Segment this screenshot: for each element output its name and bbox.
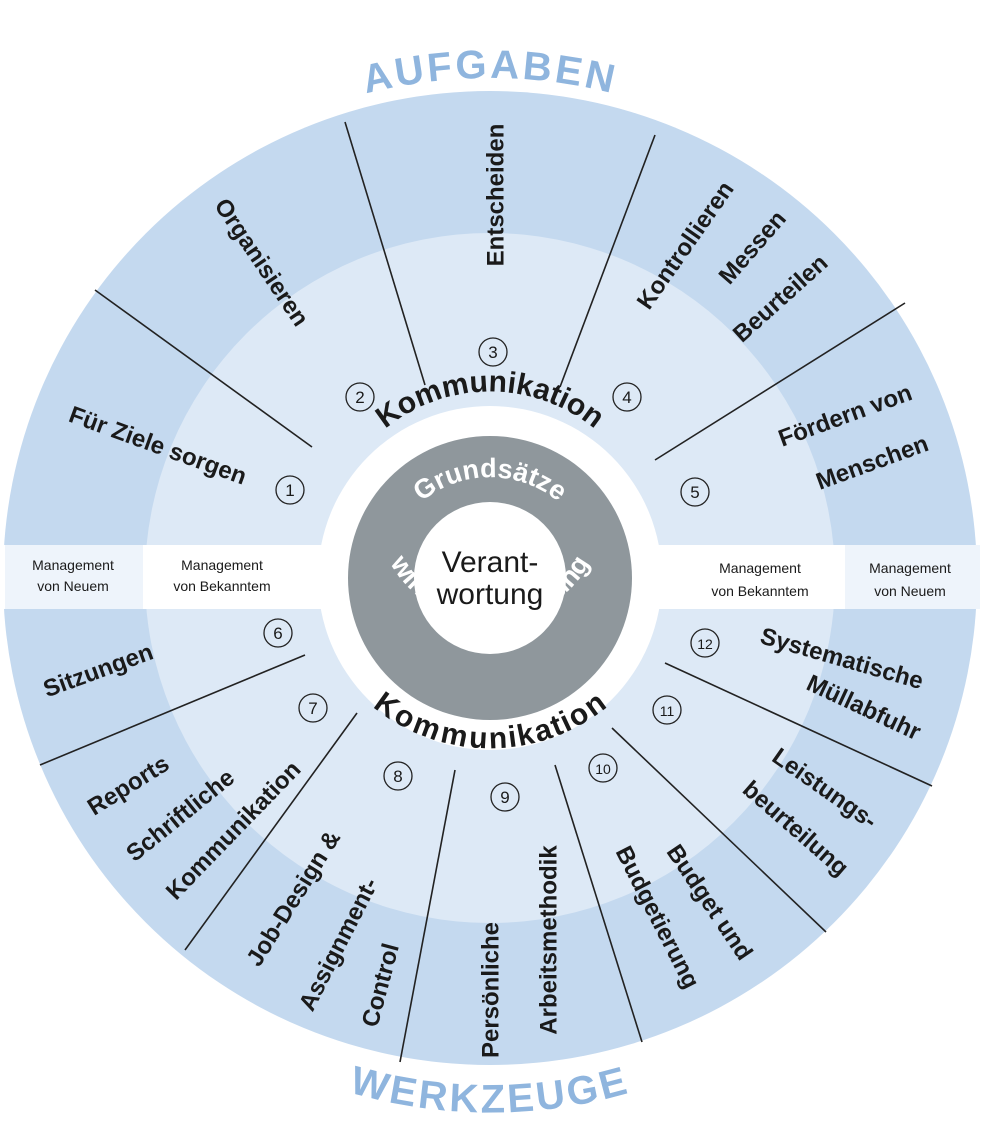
tool-arbeitsmethodik: Arbeitsmethodik: [535, 845, 562, 1035]
badge-3: 3: [488, 343, 497, 362]
tool-persoenliche: Persönliche: [477, 922, 504, 1058]
title-werkzeuge: WERKZEUGE: [346, 1058, 634, 1121]
task-entscheiden: Entscheiden: [482, 124, 509, 267]
badge-7: 7: [308, 699, 317, 718]
badge-11: 11: [660, 703, 675, 719]
badge-8: 8: [393, 767, 402, 786]
badge-9: 9: [500, 788, 509, 807]
badge-12: 12: [697, 636, 713, 652]
management-new-right-box: [845, 545, 980, 609]
center-line-1: Verant-: [442, 546, 539, 579]
center-circle: [414, 502, 566, 654]
badge-1: 1: [285, 481, 294, 500]
badge-4: 4: [622, 388, 631, 407]
badge-10: 10: [595, 761, 611, 777]
badge-6: 6: [273, 624, 282, 643]
number-badges: [263, 337, 720, 812]
center-line-2: wortung: [436, 578, 544, 611]
management-new-left-box: [5, 545, 143, 609]
badge-5: 5: [690, 483, 699, 502]
badge-2: 2: [355, 388, 364, 407]
segment-dividers: [39, 121, 933, 1063]
